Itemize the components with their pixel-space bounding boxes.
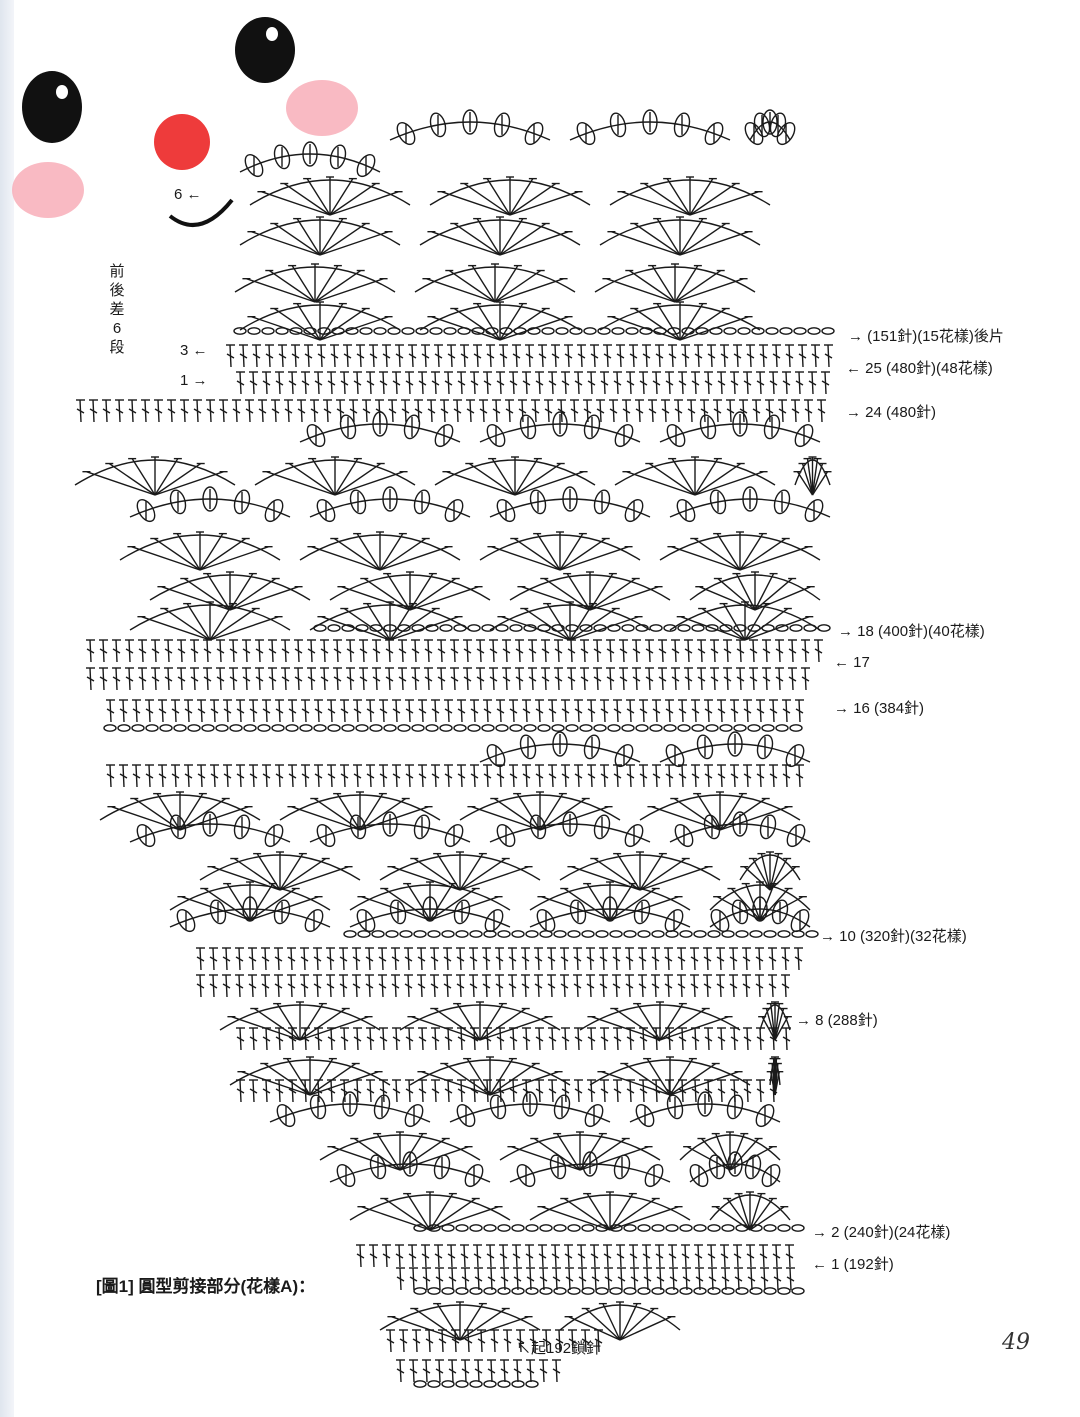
row-label-1: 1 (192針): [812, 1256, 894, 1274]
sticker-eye-left-shine: [56, 85, 68, 99]
stitch-layer: [74, 109, 835, 1388]
stitch-row: [76, 399, 826, 423]
stitch-row: [386, 1329, 603, 1353]
stitch-row: [234, 263, 756, 303]
row-label-8: 8 (288針): [796, 1012, 878, 1030]
figure-caption: [圖1] 圓型剪接部分(花樣A)：: [96, 1277, 316, 1296]
sticker-cheek-left: [12, 162, 84, 218]
stitch-row: [236, 1079, 778, 1103]
stitch-row: [236, 371, 830, 395]
stitch-row: [236, 1027, 791, 1051]
stitch-row: [169, 896, 811, 933]
stitch-row: [196, 974, 790, 998]
stitch-row: [106, 699, 804, 723]
sticker-decoration: [12, 17, 358, 227]
stitch-row: [129, 601, 821, 641]
stitch-row: [199, 851, 801, 891]
stitch-row: [479, 731, 811, 768]
stitch-row: [196, 947, 803, 971]
row-label-back-151: (151針)(15花樣)後片: [848, 328, 1004, 346]
row-marker-1-back: 1 →: [180, 372, 208, 389]
row-label-18: 18 (400針)(40花樣): [838, 623, 985, 641]
stitch-row: [249, 176, 771, 216]
stitch-row: [129, 811, 811, 848]
row-marker-3: 3 ←: [180, 342, 208, 359]
row-marker-6: 6 ←: [174, 186, 202, 203]
stitch-row: [413, 1224, 805, 1232]
side-note-front-back-diff: 前後差6段: [109, 263, 125, 356]
stitch-row: [129, 486, 831, 523]
stitch-row: [119, 531, 821, 571]
stitch-row: [313, 624, 831, 632]
stitch-row: [269, 1091, 781, 1128]
stitch-row: [239, 141, 381, 178]
stitch-row: [343, 930, 819, 938]
stitch-row: [389, 109, 796, 146]
stitch-row: [349, 1191, 791, 1231]
stitch-row: [396, 1267, 795, 1291]
stitch-row: [86, 667, 810, 691]
stitch-row: [329, 1151, 781, 1188]
sticker-eye-right: [235, 17, 295, 83]
row-label-17: 17: [834, 654, 870, 672]
stitch-row: [299, 411, 821, 448]
page-edge-strip: [0, 0, 14, 1417]
row-label-10: 10 (320針)(32花樣): [820, 928, 967, 946]
stitch-row: [413, 1380, 539, 1388]
stitch-row: [229, 1056, 784, 1096]
row-label-16: 16 (384針): [834, 700, 924, 718]
sticker-nose: [154, 114, 210, 170]
row-label-2: 2 (240針)(24花樣): [812, 1224, 950, 1242]
stitch-row: [74, 456, 832, 496]
start-chain-note: ↖起192鎖針: [516, 1340, 602, 1357]
stitch-row: [319, 1131, 781, 1171]
stitch-row: [103, 724, 803, 732]
stitch-row: [226, 344, 833, 368]
stitch-row: [379, 1301, 681, 1341]
sticker-cheek-right: [286, 80, 358, 136]
stitch-row: [86, 639, 823, 663]
row-label-25: 25 (480針)(48花樣): [846, 360, 993, 378]
sticker-mouth: [168, 198, 234, 227]
stitch-row: [233, 327, 835, 335]
stitch-row: [239, 301, 761, 341]
stitch-row: [413, 1287, 805, 1295]
stitch-row: [106, 764, 804, 788]
stitch-row: [149, 571, 821, 611]
row-label-24: 24 (480針): [846, 404, 936, 422]
stitch-row: [239, 216, 761, 256]
sticker-eye-left: [22, 71, 82, 143]
stitch-row: [356, 1244, 794, 1268]
sticker-eye-right-shine: [266, 27, 278, 41]
page-number: 49: [1002, 1330, 1030, 1355]
stitch-row: [396, 1359, 561, 1383]
